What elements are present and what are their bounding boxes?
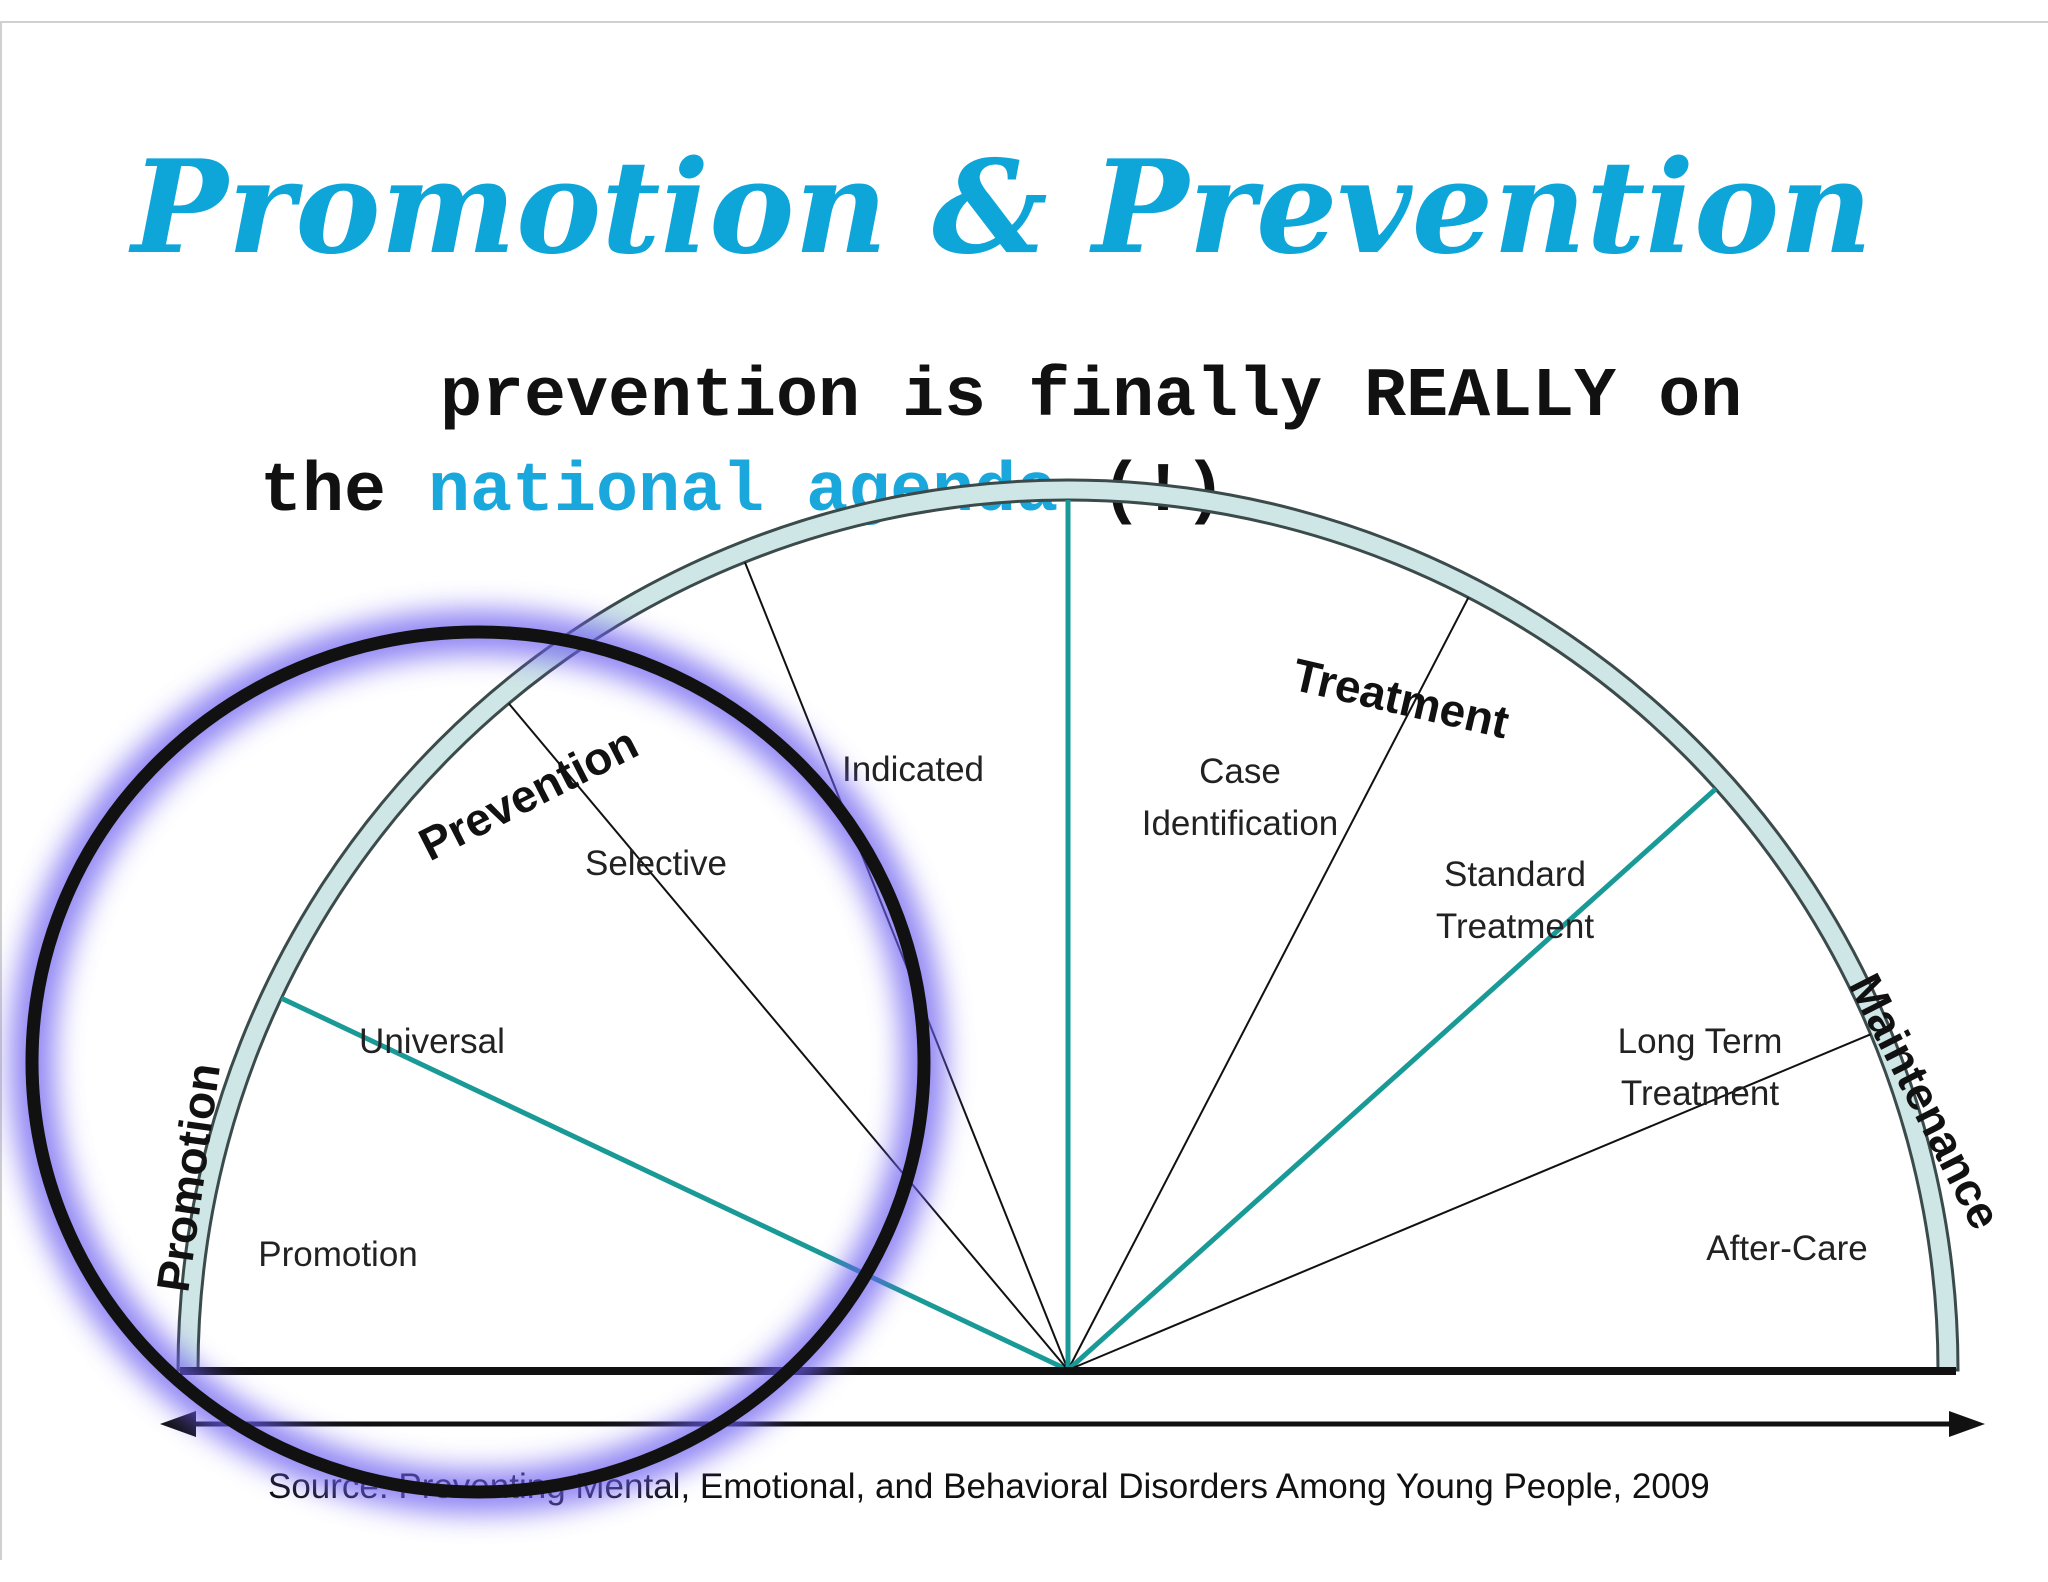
segment-label-case-identification-line: Identification xyxy=(1142,804,1339,843)
divider-line-minor xyxy=(1067,1033,1871,1371)
subtitle-line-1: prevention is finally REALLY on xyxy=(440,358,1742,437)
divider-line-minor xyxy=(1067,597,1470,1371)
segment-label-promotion: Promotion xyxy=(258,1235,418,1274)
segment-label-long-term-treatment-line: Treatment xyxy=(1621,1074,1779,1113)
highlight-ring xyxy=(10,610,946,1514)
highlight-ring-outline xyxy=(25,625,931,1499)
segment-label-standard-treatment-line: Treatment xyxy=(1436,907,1594,946)
continuum-arrow-left-head xyxy=(160,1411,196,1437)
slide-title: Promotion & Prevention xyxy=(129,133,1873,283)
divider-line-minor xyxy=(508,702,1069,1371)
continuum-arrow-right-head xyxy=(1949,1411,1985,1437)
divider-line-major xyxy=(1066,787,1718,1372)
category-label-treatment: Treatment xyxy=(1288,648,1514,748)
segment-label-universal: Universal xyxy=(359,1022,505,1061)
segment-label-after-care: After-Care xyxy=(1706,1229,1867,1268)
continuum-arrow xyxy=(160,1411,1985,1437)
segment-dividers xyxy=(280,500,1871,1373)
segment-label-selective: Selective xyxy=(585,844,727,883)
divider-line-major xyxy=(280,995,1070,1373)
segment-label-promotion-line: Promotion xyxy=(258,1235,418,1274)
segment-label-universal-line: Universal xyxy=(359,1022,505,1061)
segment-label-selective-line: Selective xyxy=(585,844,727,883)
segment-label-standard-treatment-line: Standard xyxy=(1444,855,1586,894)
segment-label-long-term-treatment-line: Long Term xyxy=(1618,1022,1783,1061)
segment-label-indicated-line: Indicated xyxy=(842,750,984,789)
segment-label-indicated: Indicated xyxy=(842,750,984,789)
segment-labels: Promotion Universal Selective Indicated Case… xyxy=(258,750,1867,1274)
segment-label-case-identification-line: Case xyxy=(1199,752,1281,791)
subtitle-line-2: the national agenda (!) xyxy=(260,453,1226,532)
segment-label-after-care-line: After-Care xyxy=(1706,1229,1867,1268)
subtitle-line-2-prefix: the xyxy=(260,453,428,532)
